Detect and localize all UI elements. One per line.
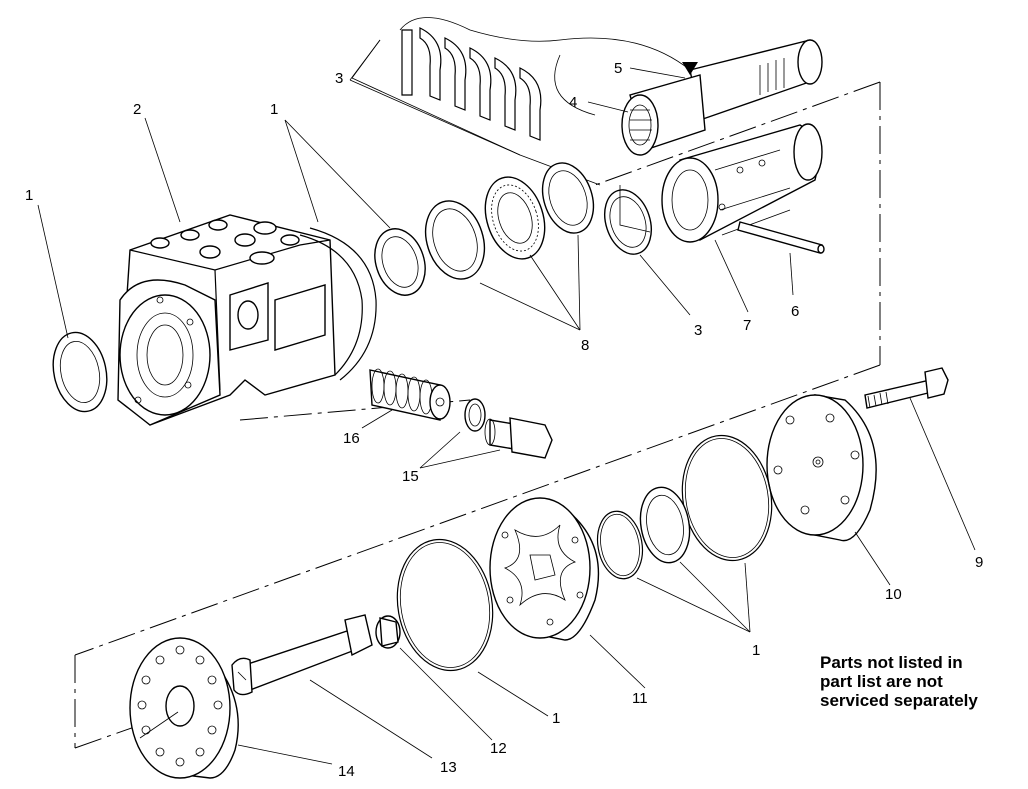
callout-8: 8 — [581, 337, 589, 354]
callout-14: 14 — [338, 763, 355, 780]
callout-7: 7 — [743, 317, 751, 334]
o-ring-part-1-large — [681, 434, 773, 562]
end-cap-part-10 — [766, 394, 877, 542]
o-ring-part-1-bottom — [396, 538, 494, 672]
callout-15: 15 — [402, 468, 419, 485]
spacer-part-12 — [375, 615, 401, 649]
callout-1-left: 1 — [25, 187, 33, 204]
callout-10: 10 — [885, 586, 902, 603]
service-note-line-1: Parts not listed in — [820, 653, 963, 672]
callout-4: 4 — [569, 94, 577, 111]
callout-12: 12 — [490, 740, 507, 757]
ring-part-1-upper — [374, 228, 426, 296]
ring-part-8c — [541, 162, 595, 234]
relief-valve-part-16 — [369, 368, 451, 421]
sleeve-part-7 — [661, 123, 823, 243]
callout-16: 16 — [343, 430, 360, 447]
ring-part-8a — [424, 200, 486, 280]
callout-6: 6 — [791, 303, 799, 320]
ring-part-3-right — [604, 189, 652, 255]
plate-part-14 — [129, 637, 239, 779]
callout-11: 11 — [632, 690, 648, 707]
callout-1-bottom-right: 1 — [752, 642, 760, 659]
bolt-part-9 — [864, 367, 949, 409]
callout-9: 9 — [975, 554, 983, 571]
callout-labels: 1 2 1 3 5 4 8 3 7 6 16 15 9 10 1 11 1 12… — [25, 60, 983, 780]
callout-1-bottom: 1 — [552, 710, 560, 727]
pin-part-6 — [737, 221, 825, 254]
ring-part-1-lower-a — [639, 486, 691, 564]
service-note-line-3: serviced separately — [820, 691, 978, 710]
callout-1-top: 1 — [270, 101, 278, 118]
ring-part-1-lower-b — [596, 510, 644, 580]
spool-sleeve-parts-4-5 — [621, 39, 823, 156]
drive-shaft-part-13 — [231, 614, 373, 696]
ring-part-1-left — [52, 331, 108, 413]
gerotor-part-11 — [489, 497, 600, 641]
callout-13: 13 — [440, 759, 457, 776]
bearing-part-8b — [484, 176, 546, 260]
housing-part-2 — [117, 214, 377, 426]
leader-lines — [37, 39, 976, 765]
callout-3-right: 3 — [694, 322, 702, 339]
callout-2: 2 — [133, 101, 141, 118]
callout-3-top: 3 — [335, 70, 343, 87]
callout-5: 5 — [614, 60, 622, 77]
service-note-line-2: part list are not — [820, 672, 943, 691]
service-note: Parts not listed in part list are not se… — [820, 653, 1025, 710]
plug-and-washer-part-15 — [464, 398, 553, 459]
